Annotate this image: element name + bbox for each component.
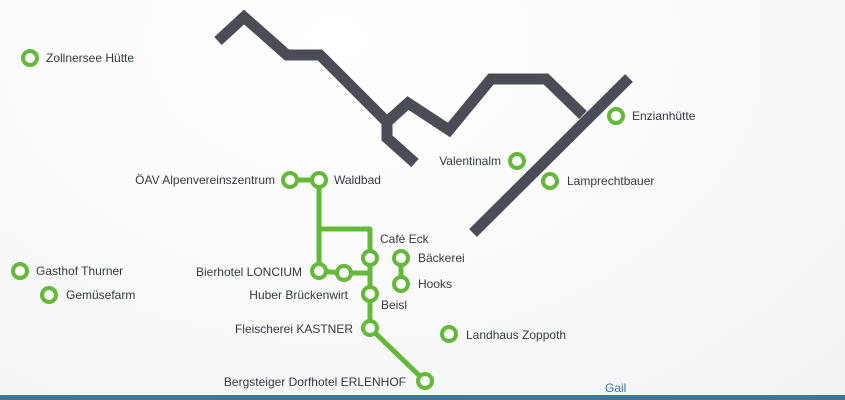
poi-marker-valentinalm[interactable] <box>508 152 526 170</box>
poi-label-oeav[interactable]: ÖAV Alpenvereinszentrum <box>135 173 275 187</box>
poi-label-lamprechtbauer[interactable]: Lamprechtbauer <box>567 174 654 188</box>
poi-marker-zollnersee[interactable] <box>21 49 39 67</box>
poi-label-bierhotel[interactable]: Bierhotel LONCIUM <box>196 265 302 279</box>
river-gail <box>0 395 845 400</box>
poi-marker-bierhotel[interactable] <box>310 262 328 280</box>
poi-label-beisl[interactable]: Beisl <box>381 298 407 312</box>
poi-marker-fleischerei[interactable] <box>361 319 379 337</box>
poi-marker-gasthof-thurner[interactable] <box>11 262 29 280</box>
poi-marker-landhaus[interactable] <box>440 325 458 343</box>
poi-label-fleischerei[interactable]: Fleischerei KASTNER <box>235 322 353 336</box>
poi-label-zollnersee[interactable]: Zollnersee Hütte <box>46 51 134 65</box>
poi-label-landhaus[interactable]: Landhaus Zoppoth <box>466 328 566 342</box>
poi-marker-enzianhuette[interactable] <box>607 107 625 125</box>
poi-marker-gemuesefarm[interactable] <box>40 286 58 304</box>
poi-label-valentinalm[interactable]: Valentinalm <box>439 154 501 168</box>
poi-marker-lamprechtbauer[interactable] <box>541 172 559 190</box>
poi-marker-baeckerei[interactable] <box>392 249 410 267</box>
poi-label-cafe-eck[interactable]: Café Eck <box>380 232 430 246</box>
poi-marker-beisl[interactable] <box>361 285 379 303</box>
poi-marker-erlenhof[interactable] <box>416 372 434 390</box>
poi-marker-cafe-eck[interactable] <box>361 249 379 267</box>
poi-label-hooks[interactable]: Hooks <box>418 277 452 291</box>
poi-label-erlenhof[interactable]: Bergsteiger Dorfhotel ERLENHOF <box>224 375 406 389</box>
poi-label-baeckerei[interactable]: Bäckerei <box>418 251 465 265</box>
poi-marker-waldbad[interactable] <box>310 171 328 189</box>
poi-label-enzianhuette[interactable]: Enzianhütte <box>632 109 696 123</box>
poi-marker-huber[interactable] <box>335 264 353 282</box>
poi-label-waldbad[interactable]: Waldbad <box>334 173 381 187</box>
road-ridge <box>383 73 587 138</box>
river-label: Gail <box>605 381 626 395</box>
route-main <box>316 177 373 276</box>
poi-marker-oeav[interactable] <box>281 171 299 189</box>
road-diagonal <box>469 74 633 237</box>
road-mountain <box>214 9 419 168</box>
poi-label-gemuesefarm[interactable]: Gemüsefarm <box>66 288 135 302</box>
poi-label-huber[interactable]: Huber Brückenwirt <box>249 288 348 302</box>
poi-marker-hooks[interactable] <box>392 275 410 293</box>
poi-label-gasthof-thurner[interactable]: Gasthof Thurner <box>36 264 123 278</box>
